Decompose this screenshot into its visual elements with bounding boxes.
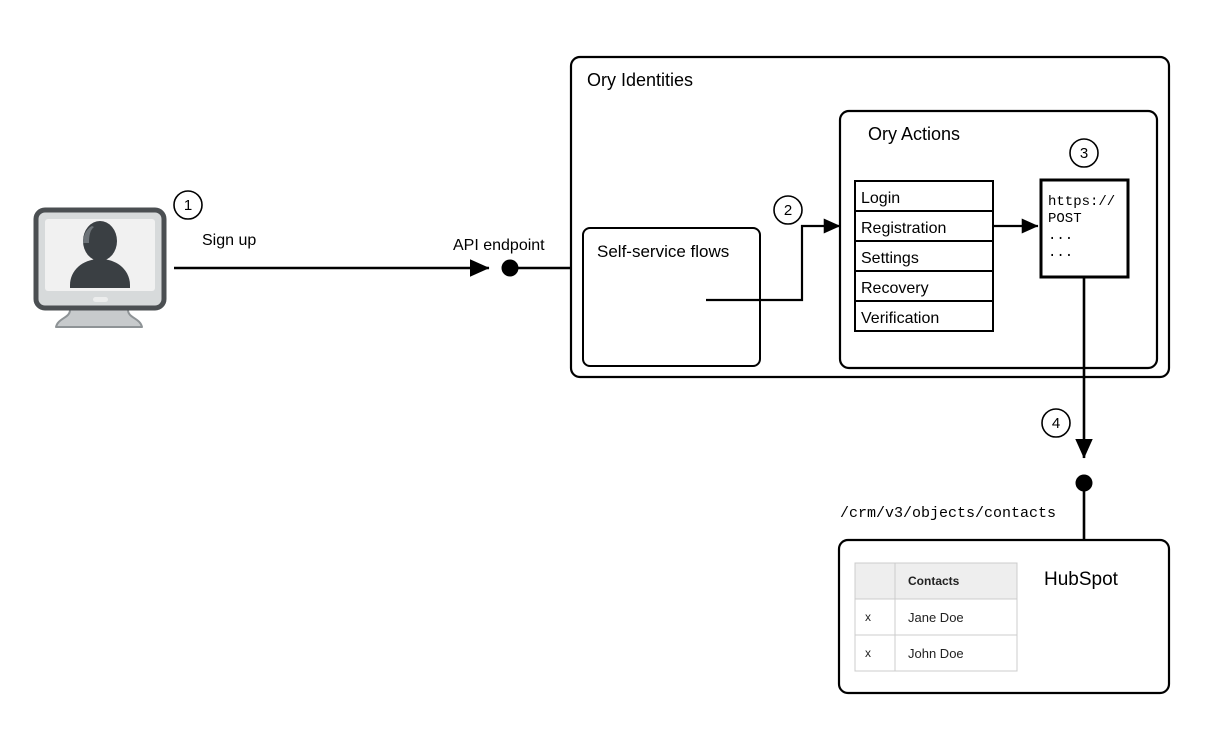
contacts-table-row-name-cell [894,598,1018,636]
flow-list-item-verification[interactable]: Verification [854,300,994,332]
ory-identities-title: Ory Identities [587,70,693,90]
step-marker-4-label: 4 [1052,415,1060,432]
webhook-code-node[interactable]: https:// POST ... ... [1039,178,1130,279]
contacts-table-row-mark-cell [854,598,896,636]
step-marker-1: 1 [173,190,203,220]
monitor-user-icon [33,207,167,328]
contacts-table-row-name-cell [894,634,1018,672]
contacts-table-header-cell-contacts [894,562,1018,600]
api-endpoint-label: API endpoint [453,237,545,254]
step-marker-2: 2 [773,195,803,225]
flow-list-item-label: Settings [861,250,919,267]
crm-path-label: /crm/v3/objects/contacts [840,505,1056,522]
flow-list-item-label: Login [861,190,900,207]
hubspot-brand-label: HubSpot [1044,569,1119,590]
self-service-flows-node[interactable]: Self-service flows [582,227,761,367]
step-marker-4: 4 [1041,408,1071,438]
ory-actions-title: Ory Actions [868,124,960,144]
flow-list: Login Registration Settings Recovery Ver… [854,180,994,332]
flow-list-item-settings[interactable]: Settings [854,240,994,272]
self-service-flows-box[interactable] [582,227,761,367]
contacts-table-header-cell-blank [854,562,896,600]
contacts-table-row-mark-cell [854,634,896,672]
flow-list-item-label: Recovery [861,280,929,297]
flow-list-item-label: Registration [861,220,946,237]
flow-list-item-recovery[interactable]: Recovery [854,270,994,302]
flow-list-item-login[interactable]: Login [854,180,994,212]
step-marker-1-label: 1 [184,197,192,214]
flow-list-item-registration[interactable]: Registration [854,210,994,242]
contacts-table-row-mark: x [865,610,871,624]
self-service-to-registration-connector [706,218,841,302]
webhook-code-line: POST [1048,211,1082,227]
step-marker-3: 3 [1069,138,1099,168]
step-marker-3-label: 3 [1080,145,1088,162]
self-service-flows-label: Self-service flows [597,242,729,261]
flow-list-item-label: Verification [861,310,939,327]
contacts-table: Contacts x Jane Doe x John Doe [854,562,1018,672]
contacts-table-row-name: Jane Doe [908,610,964,625]
webhook-code-line: ... [1048,228,1073,244]
signup-edge-label: Sign up [202,232,256,249]
webhook-code-line: https:// [1048,194,1115,210]
contacts-table-header-label: Contacts [908,574,960,588]
webhook-code-box[interactable] [1039,178,1130,279]
webhook-code-line: ... [1048,245,1073,261]
flow-row-rect[interactable] [854,300,994,332]
contacts-table-row-mark: x [865,646,871,660]
flow-row-rect[interactable] [854,240,994,272]
step-marker-2-label: 2 [784,202,792,219]
contacts-table-row-name: John Doe [908,646,964,661]
